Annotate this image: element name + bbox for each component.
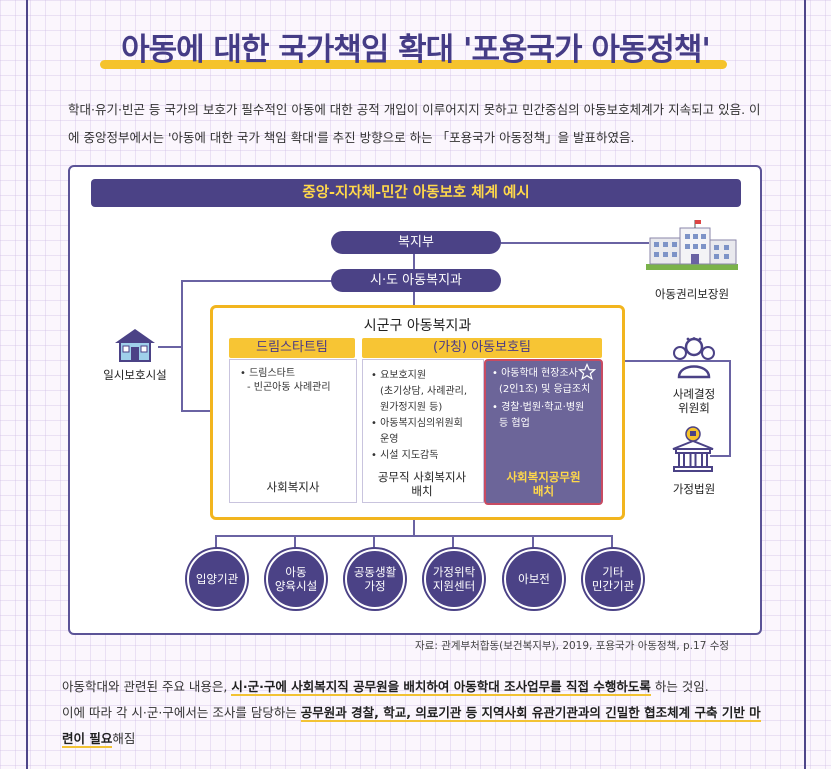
summary-highlight: 공무원과 경찰, 학교, 의료기관 등 지역사회 유관기관과의 긴밀한 협조체계… [62, 705, 761, 748]
connector [452, 535, 454, 549]
house-icon [115, 329, 155, 362]
title-underline [100, 60, 727, 69]
protection-item: • 시설 지도감독 [371, 450, 439, 461]
connector [413, 290, 415, 306]
left-label: 일시보호시설 [103, 368, 167, 382]
org-circle-label: 기타 [602, 565, 624, 579]
org-circle-label: 아동 [285, 565, 307, 579]
dream-team-header: 드림스타트팀 [229, 338, 355, 358]
province-pill: 시·도 아동복지과 [331, 269, 501, 292]
connector [729, 360, 731, 456]
dream-item: • 드림스타트 [240, 368, 296, 379]
officer-column [484, 359, 603, 505]
court-icon [672, 426, 714, 472]
committee-label: 위원회 [678, 401, 710, 415]
summary-text: 해짐 [112, 731, 136, 746]
people-icon [673, 337, 715, 379]
officer-staff: 배치 [532, 484, 555, 498]
protection-item: • 요보호지원 [371, 370, 427, 381]
protection-team-column [362, 359, 484, 503]
org-circle-label: 양육시설 [274, 579, 318, 593]
connector [413, 514, 415, 536]
connector [611, 535, 613, 549]
connector [710, 455, 731, 457]
summary-text: 하는 것임. [650, 679, 709, 694]
connector [532, 535, 534, 549]
org-circle: 입양기관 [187, 549, 247, 609]
connector [413, 253, 415, 270]
connector [215, 535, 613, 537]
officer-item: 등 협업 [499, 418, 530, 429]
connector [294, 535, 296, 549]
officer-item: • 아동학대 현장조사 [492, 368, 578, 379]
org-circle-label: 아보전 [518, 572, 550, 586]
officer-item: (2인1조) 및 응급조치 [499, 384, 591, 395]
building-icon [646, 220, 738, 270]
connector [181, 410, 211, 412]
officer-item: • 경찰·법원·학교·병원 [492, 402, 585, 413]
frame-left-border [26, 0, 28, 769]
protection-item: 운영 [380, 434, 399, 445]
protection-staff: 공무직 사회복지사 [377, 470, 467, 484]
org-circle-label: 가정위탁 [432, 565, 476, 579]
summary-paragraph: 아동학대와 관련된 주요 내용은, 시·군·구에 사회복지직 공무원을 배치하여… [62, 674, 772, 752]
dream-item: - 빈곤아동 사례관리 [247, 382, 331, 393]
org-circle: 아보전 [504, 549, 564, 609]
committee-label: 사례결정 [672, 387, 716, 401]
org-circle-label: 입양기관 [195, 572, 239, 586]
court-label: 가정법원 [672, 482, 716, 496]
connector [181, 280, 333, 282]
org-circle-label: 공동생활 [353, 565, 397, 579]
officer-staff: 사회복지공무원 [506, 470, 581, 484]
intro-paragraph: 학대·유기·빈곤 등 국가의 보호가 필수적인 아동에 대한 공적 개입이 이루… [68, 102, 761, 145]
page-title: 아동에 대한 국가책임 확대 '포용국가 아동정책' [121, 32, 711, 68]
dream-team-staff: 사회복지사 [266, 480, 320, 494]
connector [215, 535, 217, 549]
org-circle-label: 가정 [364, 579, 386, 593]
source-note: 자료: 관계부처합동(보건복지부), 2019, 포용국가 아동정책, p.17… [415, 640, 730, 652]
connector [181, 280, 183, 411]
right-top-label: 아동권리보장원 [654, 287, 730, 301]
protection-staff: 배치 [411, 484, 433, 498]
ministry-pill: 복지부 [331, 231, 501, 254]
protection-team-header: (가칭) 아동보호팀 [362, 338, 602, 358]
star-icon [578, 363, 596, 381]
diagram-banner: 중앙-지자체-민간 아동보호 체계 예시 [91, 179, 741, 207]
connector [373, 535, 375, 549]
local-office-title: 시군구 아동복지과 [363, 318, 472, 334]
protection-item: 원가정지원 등) [380, 402, 443, 413]
summary-text: 아동학대와 관련된 주요 내용은, [62, 679, 232, 694]
protection-item: • 아동복지심의위원회 [371, 418, 463, 429]
frame-right-border [804, 0, 806, 769]
connector [158, 346, 182, 348]
connector [600, 360, 730, 362]
org-circle-label: 민간기관 [591, 579, 635, 593]
summary-highlight: 시·군·구에 사회복지직 공무원을 배치하여 아동학대 조사업무를 직접 수행하… [231, 679, 651, 696]
connector [501, 242, 649, 244]
summary-text: 이에 따라 각 시·군·구에서는 조사를 담당하는 [62, 705, 301, 720]
protection-item: (초기상담, 사례관리, [380, 386, 468, 397]
org-circle-label: 지원센터 [432, 579, 476, 593]
dream-team-column [229, 359, 357, 503]
